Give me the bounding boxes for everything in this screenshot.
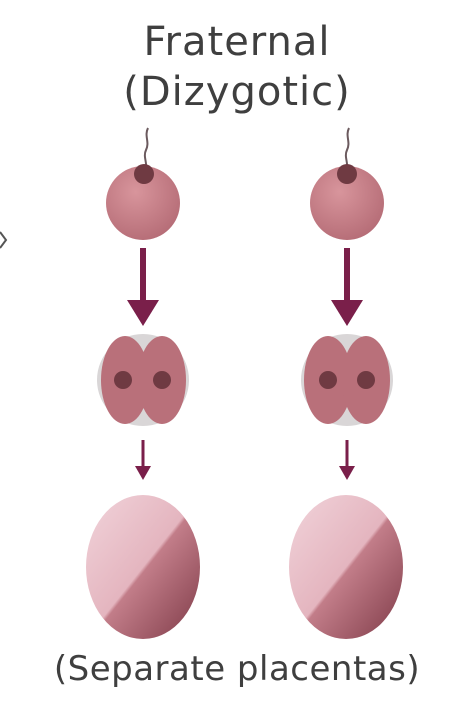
diagram-caption: (Separate placentas) <box>0 652 474 686</box>
sperm-tail-icon <box>145 128 148 168</box>
placenta-icon <box>86 495 200 639</box>
right-twin-column <box>289 128 403 639</box>
fertilized-egg-icon <box>106 164 180 240</box>
fertilized-egg-icon <box>310 164 384 240</box>
two-cell-embryo-icon <box>97 334 189 426</box>
two-cell-embryo-icon <box>301 334 393 426</box>
left-twin-column <box>86 128 200 639</box>
arrow-down-icon <box>331 248 363 326</box>
placenta-icon <box>289 495 403 639</box>
arrow-down-icon <box>127 248 159 326</box>
edge-fragment-icon <box>0 232 6 248</box>
arrow-down-small-icon <box>135 440 151 480</box>
arrow-down-small-icon <box>339 440 355 480</box>
sperm-tail-icon <box>346 128 349 168</box>
